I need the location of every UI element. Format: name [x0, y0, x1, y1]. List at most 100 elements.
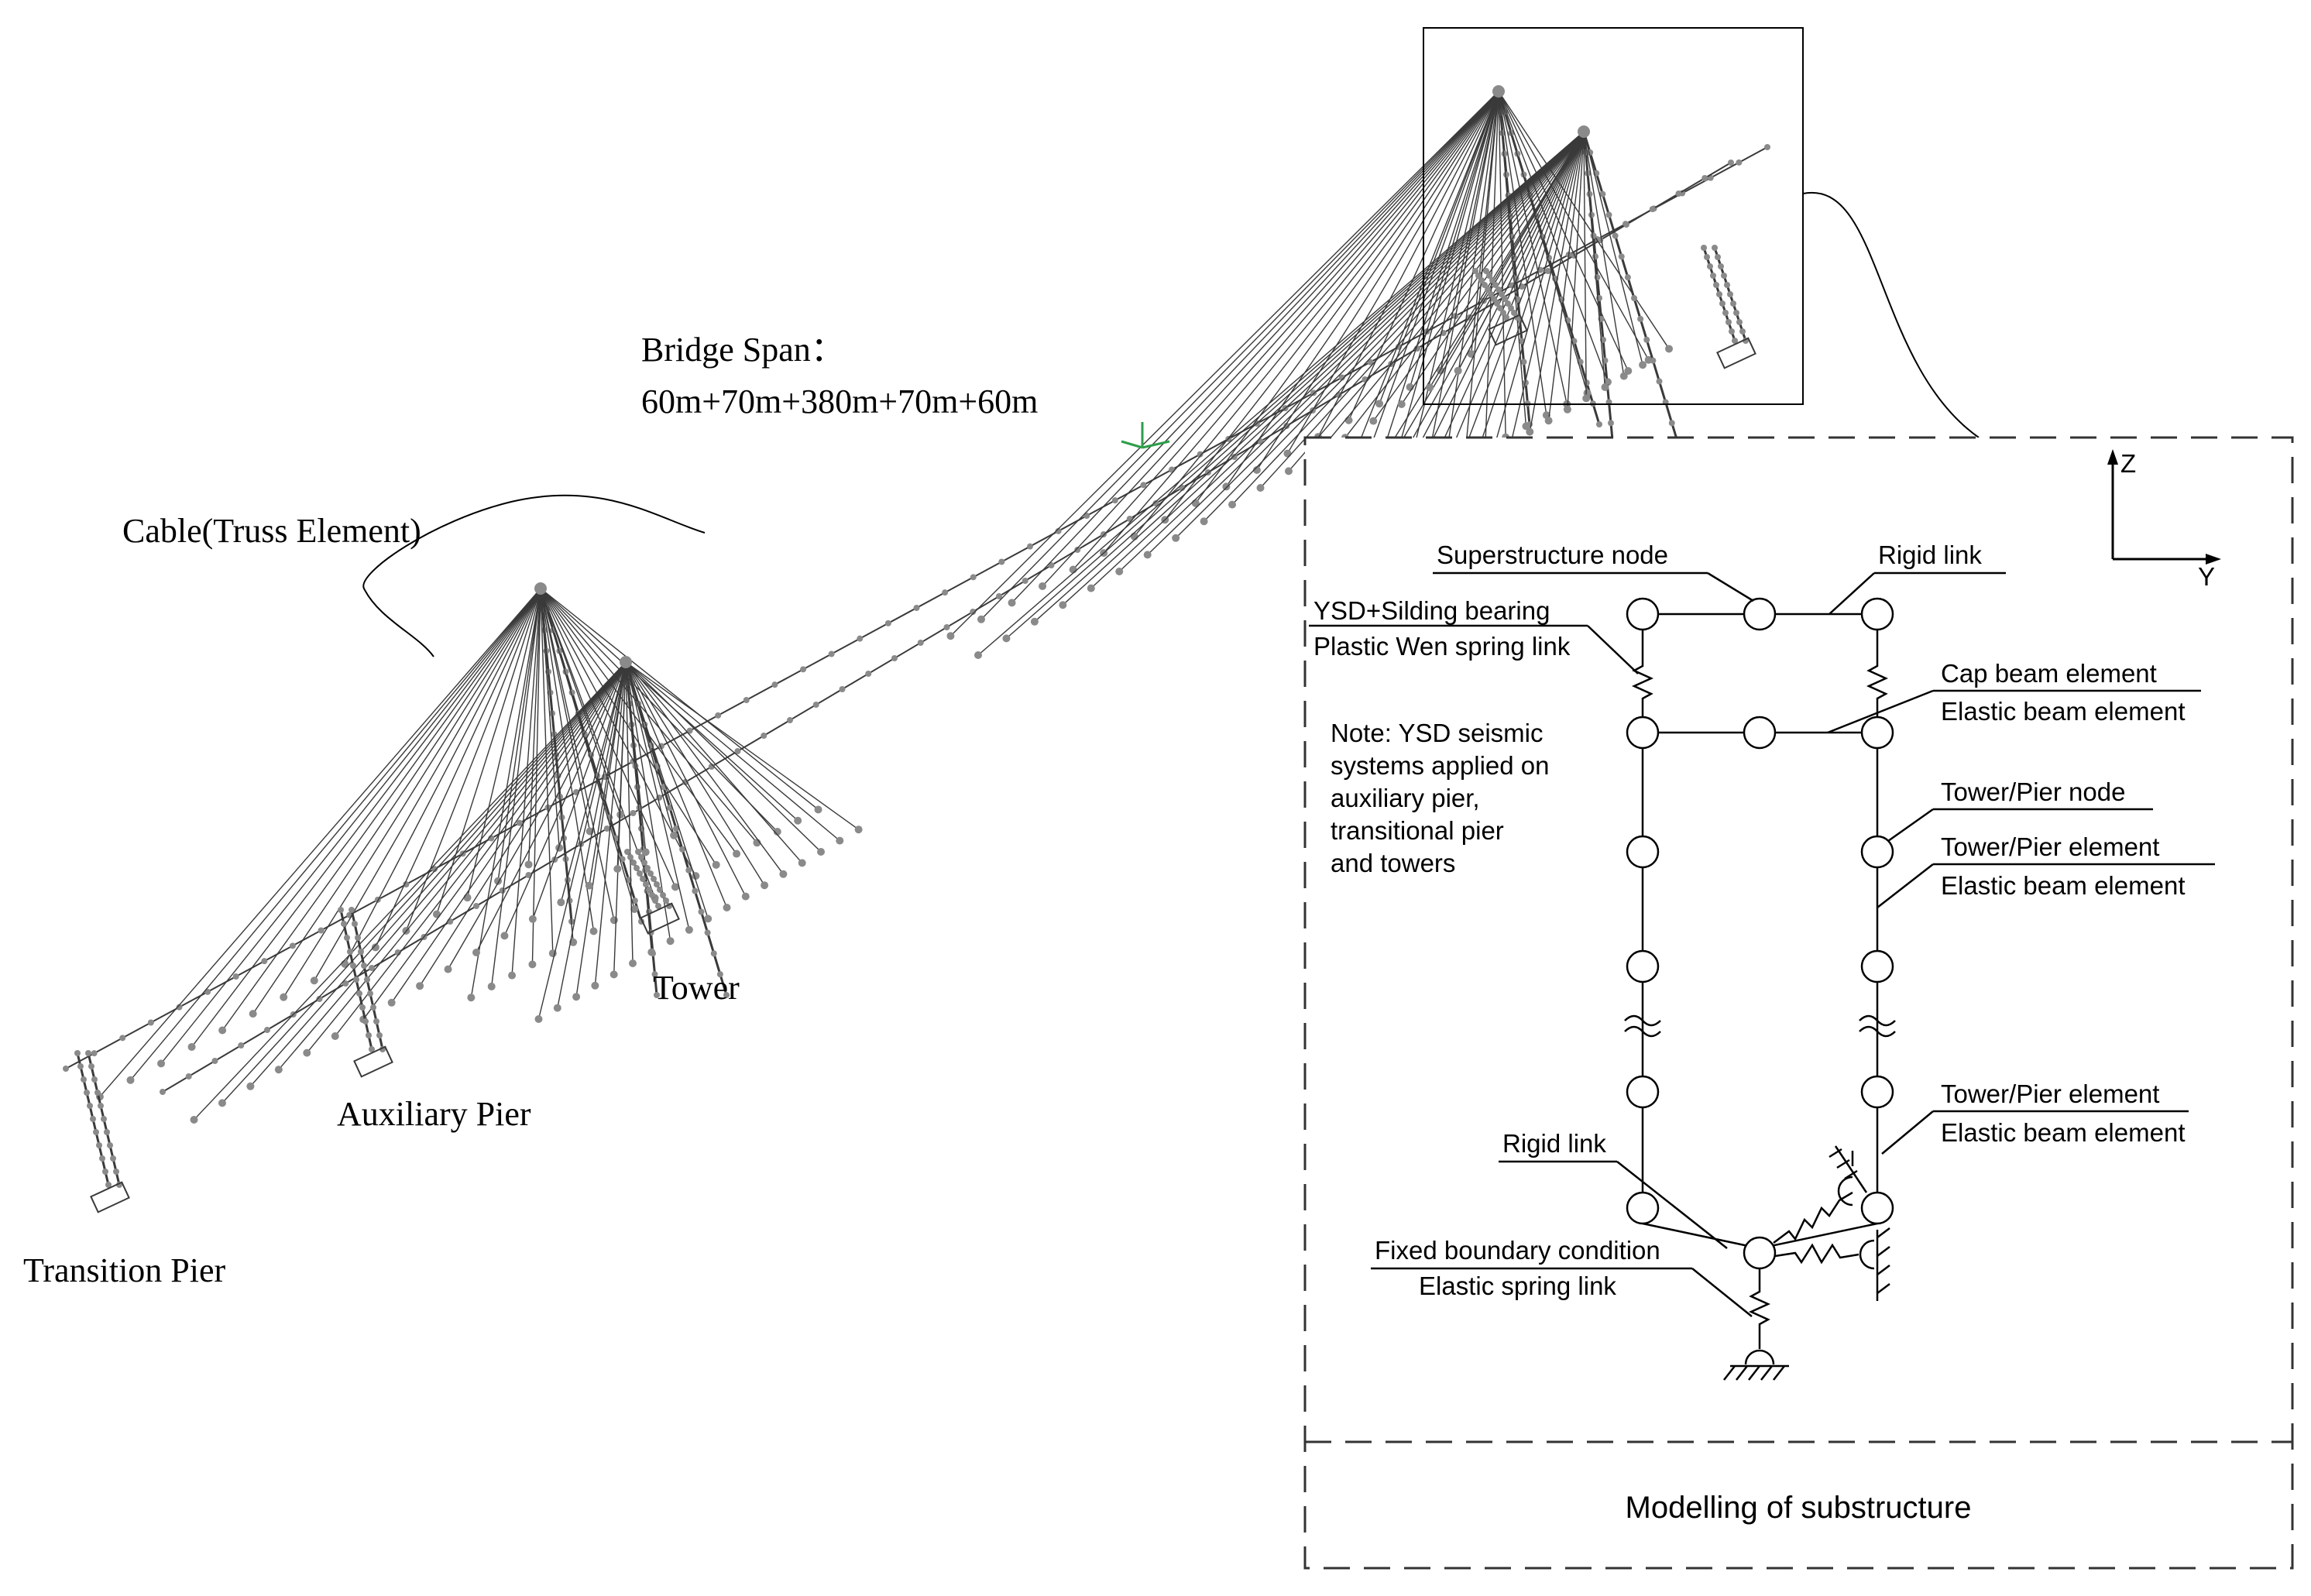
cable-anchor: [1665, 345, 1674, 353]
label-rigid-link-bottom: Rigid link: [1502, 1129, 1606, 1158]
pier-node: [350, 963, 356, 969]
tower-node: [1594, 274, 1601, 281]
pier-node: [364, 976, 370, 983]
stay-cable: [1510, 131, 1585, 444]
transition-pier-label: Transition Pier: [23, 1251, 226, 1289]
cable-anchor: [553, 1004, 561, 1012]
cable-anchor: [1283, 449, 1292, 458]
label-cap-beam: Cap beam element: [1941, 659, 2157, 688]
bridge-span-value: 60m+70m+380m+70m+60m: [641, 383, 1038, 420]
pier-node: [1712, 245, 1718, 251]
stay-cable: [314, 588, 541, 981]
deck-node: [630, 810, 637, 816]
deck-node: [403, 881, 410, 887]
stay-cable: [540, 588, 656, 898]
deck-node: [499, 887, 506, 894]
pier-node: [630, 860, 637, 866]
cable-anchor: [126, 1076, 135, 1084]
cable-anchor: [712, 860, 720, 869]
cable-anchor: [591, 981, 599, 990]
deck-node: [147, 1019, 154, 1026]
cable-anchor: [274, 1066, 283, 1074]
cable-anchor: [1375, 400, 1384, 408]
cable-label: Cable(Truss Element): [122, 512, 421, 550]
stay-cable: [511, 588, 541, 976]
cable-anchor: [1284, 467, 1293, 475]
stay-cable: [1498, 91, 1547, 416]
cable-anchor: [1544, 417, 1553, 425]
cable-anchor: [761, 881, 769, 890]
stay-cable: [1005, 131, 1585, 639]
pier-node: [1494, 300, 1500, 307]
stay-cable: [1316, 131, 1585, 455]
pier-node: [1500, 310, 1506, 316]
stay-cable: [540, 588, 676, 887]
pier-node: [353, 976, 359, 983]
label-ysd-bearing: YSD+Silding bearing: [1313, 596, 1550, 625]
cable-anchor: [331, 1032, 339, 1040]
cable-anchor: [1526, 427, 1534, 436]
pier-node: [1704, 254, 1710, 260]
label-tower-pier-element-2: Tower/Pier element: [1941, 1079, 2159, 1108]
tower-node: [723, 992, 730, 998]
pier-node: [359, 1004, 366, 1011]
stay-cable: [1458, 131, 1585, 372]
stay-cable: [575, 661, 627, 997]
stay-cable: [476, 661, 627, 953]
stay-cable: [625, 661, 822, 853]
stay-cable: [221, 661, 627, 1103]
label-elastic-beam-1: Elastic beam element: [1941, 697, 2185, 726]
pier-node: [649, 892, 655, 898]
stay-cable: [1498, 91, 1609, 383]
stay-cable: [625, 661, 803, 863]
stay-cable: [466, 588, 541, 898]
pier-node: [1508, 305, 1514, 311]
stay-cable: [594, 661, 627, 986]
pier-footing-icon: [353, 1045, 393, 1078]
cable-anchor: [1039, 582, 1047, 590]
pier-node: [1472, 268, 1478, 274]
stay-cable: [503, 661, 627, 936]
stay-cable: [540, 588, 554, 954]
stay-cable: [1344, 131, 1585, 438]
pier-node: [77, 1063, 84, 1069]
pier-footing-icon: [640, 902, 680, 935]
tower-node: [716, 971, 723, 978]
pier-node: [660, 892, 666, 898]
pier-node: [107, 1142, 113, 1148]
cable-anchor: [249, 1010, 257, 1018]
stay-cable: [1429, 131, 1585, 388]
tower-node: [692, 887, 699, 894]
deck-node: [264, 1027, 270, 1033]
tower-node: [1637, 315, 1644, 322]
tower-node: [631, 898, 638, 904]
deck-node: [839, 686, 846, 692]
detail-caption: Modelling of substructure: [1626, 1491, 1972, 1525]
pier-node: [1710, 273, 1716, 279]
tower-node: [666, 805, 673, 812]
cable-leader-line: [362, 494, 706, 657]
pier-node: [654, 881, 660, 887]
cable-anchor: [1143, 551, 1152, 559]
cable-anchor: [528, 960, 537, 969]
stay-cable: [1286, 91, 1499, 454]
base-vertical-spring: [1748, 1268, 1771, 1349]
cable-anchor: [157, 1059, 166, 1068]
tower-node: [1503, 171, 1509, 178]
deck-node: [800, 666, 807, 673]
pier-node: [637, 870, 643, 877]
stay-cable: [1567, 131, 1585, 410]
cable-anchor: [1639, 361, 1647, 369]
tower-node: [679, 846, 686, 853]
cable-anchor: [1619, 372, 1628, 380]
stay-cable: [1498, 91, 1568, 404]
stay-cable: [540, 588, 737, 854]
cable-anchor: [610, 970, 618, 979]
deck-node: [761, 733, 767, 739]
cable-anchor: [836, 836, 844, 845]
stay-cable: [560, 661, 627, 903]
tower-node: [704, 929, 711, 936]
stay-cable: [1288, 131, 1585, 472]
stay-cable: [1175, 131, 1585, 539]
tower-node: [1604, 378, 1610, 385]
